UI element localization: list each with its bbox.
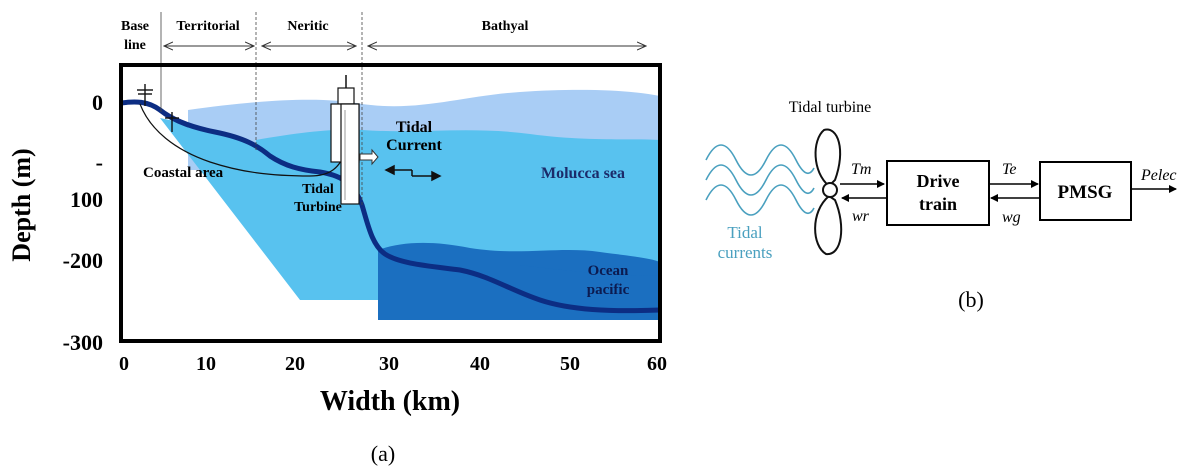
coastal-cable (139, 103, 347, 177)
coastal-area-label: Coastal area (143, 165, 224, 181)
ocean-pacific-label-2: pacific (587, 282, 630, 298)
zone-baseline-label-2: line (124, 38, 146, 53)
turbine-blades-icon (814, 128, 843, 256)
zone-neritic-label: Neritic (287, 19, 328, 34)
drive-train-label-1: Drive (917, 171, 960, 191)
y-tick-4: -300 (63, 330, 103, 355)
x-tick-5: 50 (560, 353, 580, 375)
y-axis-label: Depth (m) (7, 148, 36, 261)
pelec-label: Pelec (1140, 167, 1177, 184)
seabed-line (121, 99, 660, 314)
tidal-current-label-2: Current (386, 137, 442, 154)
y-tick-1: - (96, 150, 103, 175)
panel-a: Base line Territorial Neritic Bathyal (7, 12, 667, 466)
caption-a: (a) (371, 441, 395, 466)
tidal-current-arrows-icon (384, 164, 442, 182)
pmsg-box (1039, 161, 1132, 221)
wg-label: wg (1002, 209, 1021, 226)
x-tick-0: 0 (119, 353, 129, 375)
y-tick-3: -200 (63, 248, 103, 273)
coastal-pole-icon (165, 112, 179, 132)
tidal-current-label-1: Tidal (396, 119, 433, 136)
tidal-turbine-label-1: Tidal (302, 182, 334, 197)
x-tick-4: 40 (470, 353, 490, 375)
x-tick-2: 20 (285, 353, 305, 375)
zone-territorial-label: Territorial (176, 19, 239, 34)
mid-water-ramp (160, 118, 362, 300)
zone-bathyal-label: Bathyal (482, 19, 529, 34)
tidal-turbine-title: Tidal turbine (789, 99, 872, 116)
drive-train-label-2: train (919, 194, 957, 214)
pmsg-label: PMSG (1058, 182, 1113, 203)
tm-label: Tm (851, 161, 871, 178)
x-axis-label: Width (km) (320, 386, 460, 417)
y-tick-2: 100 (70, 187, 103, 212)
x-tick-1: 10 (196, 353, 216, 375)
drive-train-box (886, 160, 990, 226)
molucca-sea-label: Molucca sea (541, 165, 625, 182)
y-tick-0: 0 (92, 90, 103, 115)
tidal-currents-label-2: currents (718, 243, 773, 262)
shore-tower-icon (137, 84, 153, 106)
ocean-pacific-label-1: Ocean (588, 263, 629, 279)
tidal-turbine-icon (330, 75, 379, 205)
tidal-currents-icon (705, 144, 815, 216)
te-label: Te (1002, 161, 1017, 178)
x-tick-6: 60 (647, 353, 667, 375)
plot-frame (119, 63, 662, 343)
x-tick-3: 30 (379, 353, 399, 375)
panel-b: Tidal turbine Tidal currents Tm wr Drive… (705, 99, 1177, 312)
tidal-turbine-label-2: Turbine (294, 200, 342, 215)
caption-b: (b) (958, 287, 984, 312)
zone-baseline-label-1: Base (121, 19, 149, 34)
tidal-currents-label-1: Tidal (727, 223, 763, 242)
wr-label: wr (852, 208, 870, 225)
